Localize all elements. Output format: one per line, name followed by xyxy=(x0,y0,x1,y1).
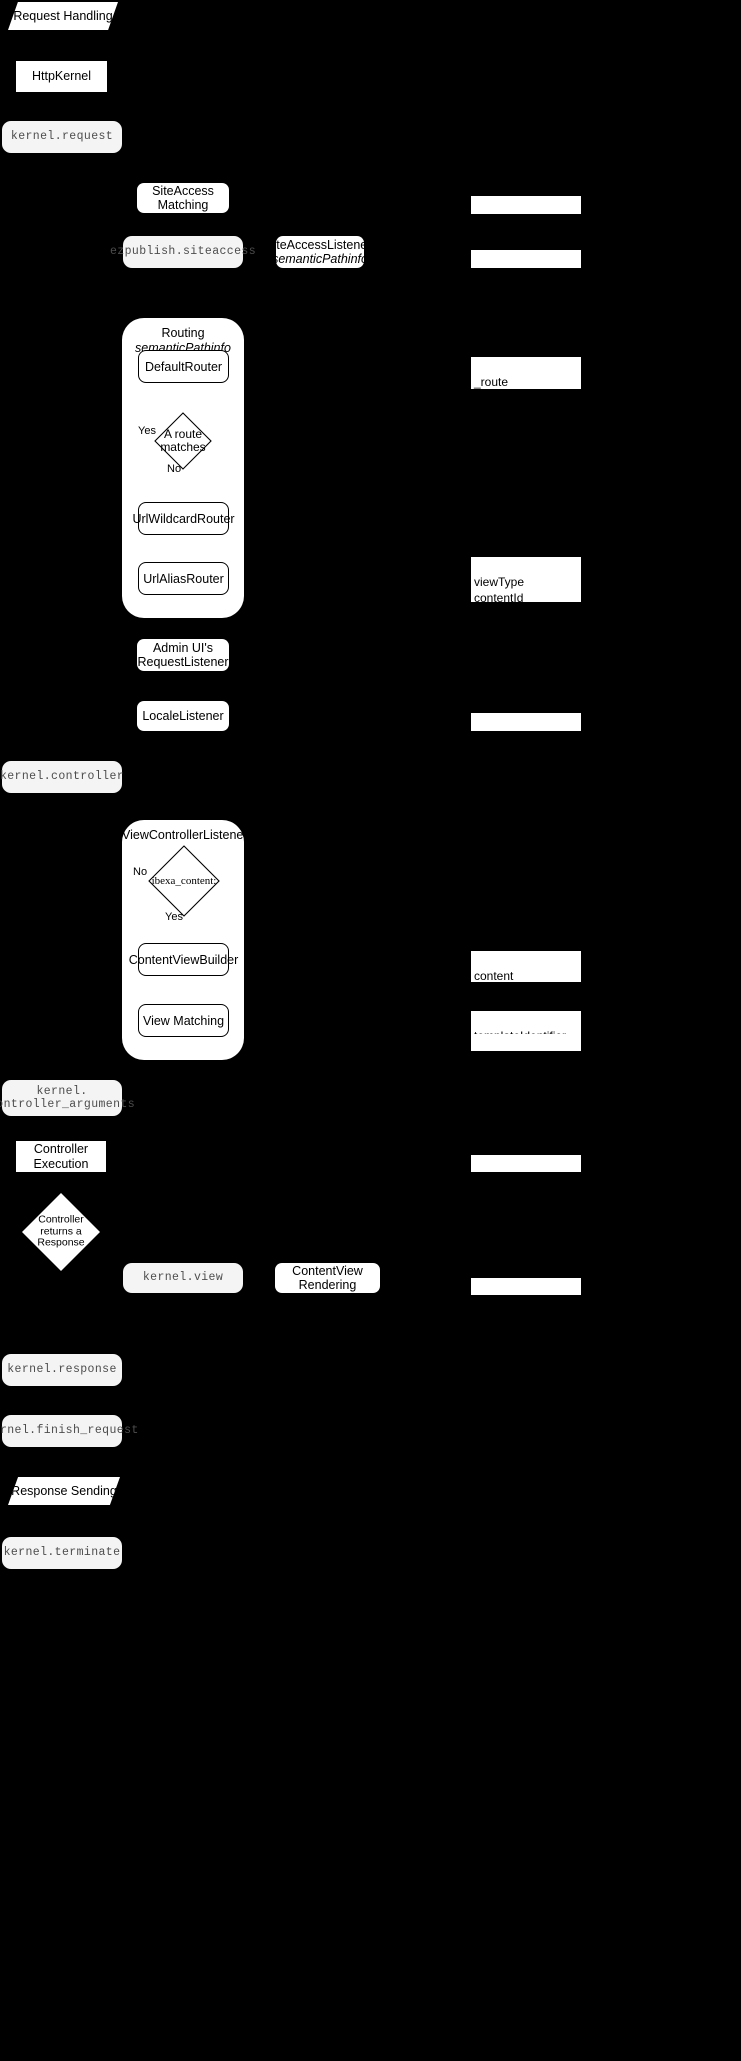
attribute-locale-label: _locale xyxy=(474,731,513,746)
event-kernel-view[interactable]: kernel.view xyxy=(123,1263,243,1293)
attribute-view-label: view xyxy=(474,1052,499,1067)
node-siteaccess-matching-label: SiteAccess Matching xyxy=(152,183,214,212)
node-siteaccess-listener-line1: SiteAccessListener: xyxy=(265,237,375,252)
decision-controller-returns-response-shape xyxy=(22,1193,100,1271)
group-view-controller-listener-title: ViewControllerListener xyxy=(122,828,248,842)
event-ezpublish-siteaccess[interactable]: ezpublish.siteaccess xyxy=(110,236,256,268)
attribute-semantic-pathinfo-label: semanticPathinfo xyxy=(474,268,567,283)
node-contentview-rendering[interactable]: ContentView Rendering xyxy=(275,1263,380,1293)
attribute-response: response xyxy=(471,1278,581,1310)
node-default-router[interactable]: DefaultRouter xyxy=(138,350,229,383)
attribute-response-label: response xyxy=(474,1296,524,1311)
decision-route-matches-shape xyxy=(154,412,212,470)
attribute-response-view: response/view xyxy=(471,1155,581,1187)
event-kernel-response-label: kernel.response xyxy=(7,1363,117,1377)
node-locale-listener[interactable]: LocaleListener xyxy=(137,701,229,731)
node-contentview-rendering-label: ContentView Rendering xyxy=(292,1263,363,1292)
node-view-matching-label: View Matching xyxy=(142,1013,225,1028)
event-kernel-controller[interactable]: kernel.controller xyxy=(0,761,125,793)
node-controller-execution[interactable]: Controller Execution xyxy=(16,1141,106,1172)
node-url-wildcard-router-label: UrlWildcardRouter xyxy=(132,511,235,526)
event-kernel-response[interactable]: kernel.response xyxy=(2,1354,122,1386)
node-siteaccess-listener-line2: semanticPathinfo xyxy=(272,252,368,266)
banner-request-handling-label: Request Handling xyxy=(13,8,113,23)
event-kernel-request-label: kernel.request xyxy=(10,130,114,144)
attribute-response-view-label: response/view xyxy=(474,1173,551,1188)
decision-ibexa-content[interactable]: ibexa_content: xyxy=(148,845,220,917)
attribute-viewtype-contentid-locationid-label: viewType contentId locationId xyxy=(474,575,526,622)
banner-request-handling: Request Handling xyxy=(8,2,118,30)
node-siteaccess-matching[interactable]: SiteAccess Matching xyxy=(137,183,229,213)
attribute-view: view xyxy=(471,1034,581,1066)
attribute-siteaccess: siteaccess xyxy=(471,196,581,228)
attribute-semantic-pathinfo: semanticPathinfo xyxy=(471,250,581,282)
attribute-siteaccess-label: siteaccess xyxy=(474,214,531,229)
node-controller-execution-label: Controller Execution xyxy=(33,1142,89,1171)
event-kernel-terminate-label: kernel.terminate xyxy=(3,1546,121,1560)
node-admin-ui-request-listener[interactable]: Admin UI's RequestListener xyxy=(137,639,229,671)
banner-response-sending-label: Response Sending xyxy=(11,1483,117,1498)
attribute-route-controller-label: _route _controller xyxy=(474,375,531,406)
edge-label-ibexa-no: No xyxy=(133,866,148,878)
node-locale-listener-label: LocaleListener xyxy=(142,708,224,723)
event-ezpublish-siteaccess-label: ezpublish.siteaccess xyxy=(109,245,257,259)
group-routing-title-prefix: Routing xyxy=(161,326,205,340)
node-view-matching[interactable]: View Matching xyxy=(138,1004,229,1037)
edge-label-route-yes: Yes xyxy=(138,425,156,437)
banner-response-sending: Response Sending xyxy=(8,1477,120,1505)
node-admin-ui-request-listener-label: Admin UI's RequestListener xyxy=(137,640,229,669)
node-content-view-builder-label: ContentViewBuilder xyxy=(128,952,239,967)
node-default-router-label: DefaultRouter xyxy=(144,359,223,374)
attribute-route-controller: _route _controller xyxy=(471,357,581,405)
event-kernel-controller-arguments[interactable]: kernel. controller_arguments xyxy=(0,1080,135,1116)
event-kernel-finish-request-label: kernel.finish_request xyxy=(0,1424,139,1438)
decision-ibexa-content-shape xyxy=(148,845,220,917)
attribute-viewtype-contentid-locationid: viewType contentId locationId xyxy=(471,557,581,622)
edge-label-ibexa-yes: Yes xyxy=(165,911,183,923)
node-content-view-builder[interactable]: ContentViewBuilder xyxy=(129,943,238,976)
event-kernel-finish-request[interactable]: kernel.finish_request xyxy=(0,1415,138,1447)
event-kernel-controller-label: kernel.controller xyxy=(0,770,125,784)
decision-controller-returns-response[interactable]: Controller returns a Response xyxy=(22,1193,100,1271)
attribute-content-location-label: content location xyxy=(474,969,516,1000)
attribute-content-location: content location xyxy=(471,951,581,999)
node-http-kernel[interactable]: HttpKernel xyxy=(16,61,107,92)
node-http-kernel-label: HttpKernel xyxy=(31,69,92,84)
node-siteaccess-listener[interactable]: SiteAccessListener: semanticPathinfo xyxy=(265,236,375,268)
node-url-wildcard-router[interactable]: UrlWildcardRouter xyxy=(132,502,235,535)
event-kernel-request[interactable]: kernel.request xyxy=(2,121,122,153)
decision-route-matches[interactable]: A route matches xyxy=(154,412,212,470)
edge-label-route-no: No xyxy=(167,463,182,475)
event-kernel-view-label: kernel.view xyxy=(142,1271,224,1285)
node-url-alias-router[interactable]: UrlAliasRouter xyxy=(138,562,229,595)
attribute-locale: _locale xyxy=(471,713,581,745)
node-url-alias-router-label: UrlAliasRouter xyxy=(143,571,224,586)
event-kernel-terminate[interactable]: kernel.terminate xyxy=(2,1537,122,1569)
event-kernel-controller-arguments-label: kernel. controller_arguments xyxy=(0,1084,136,1111)
